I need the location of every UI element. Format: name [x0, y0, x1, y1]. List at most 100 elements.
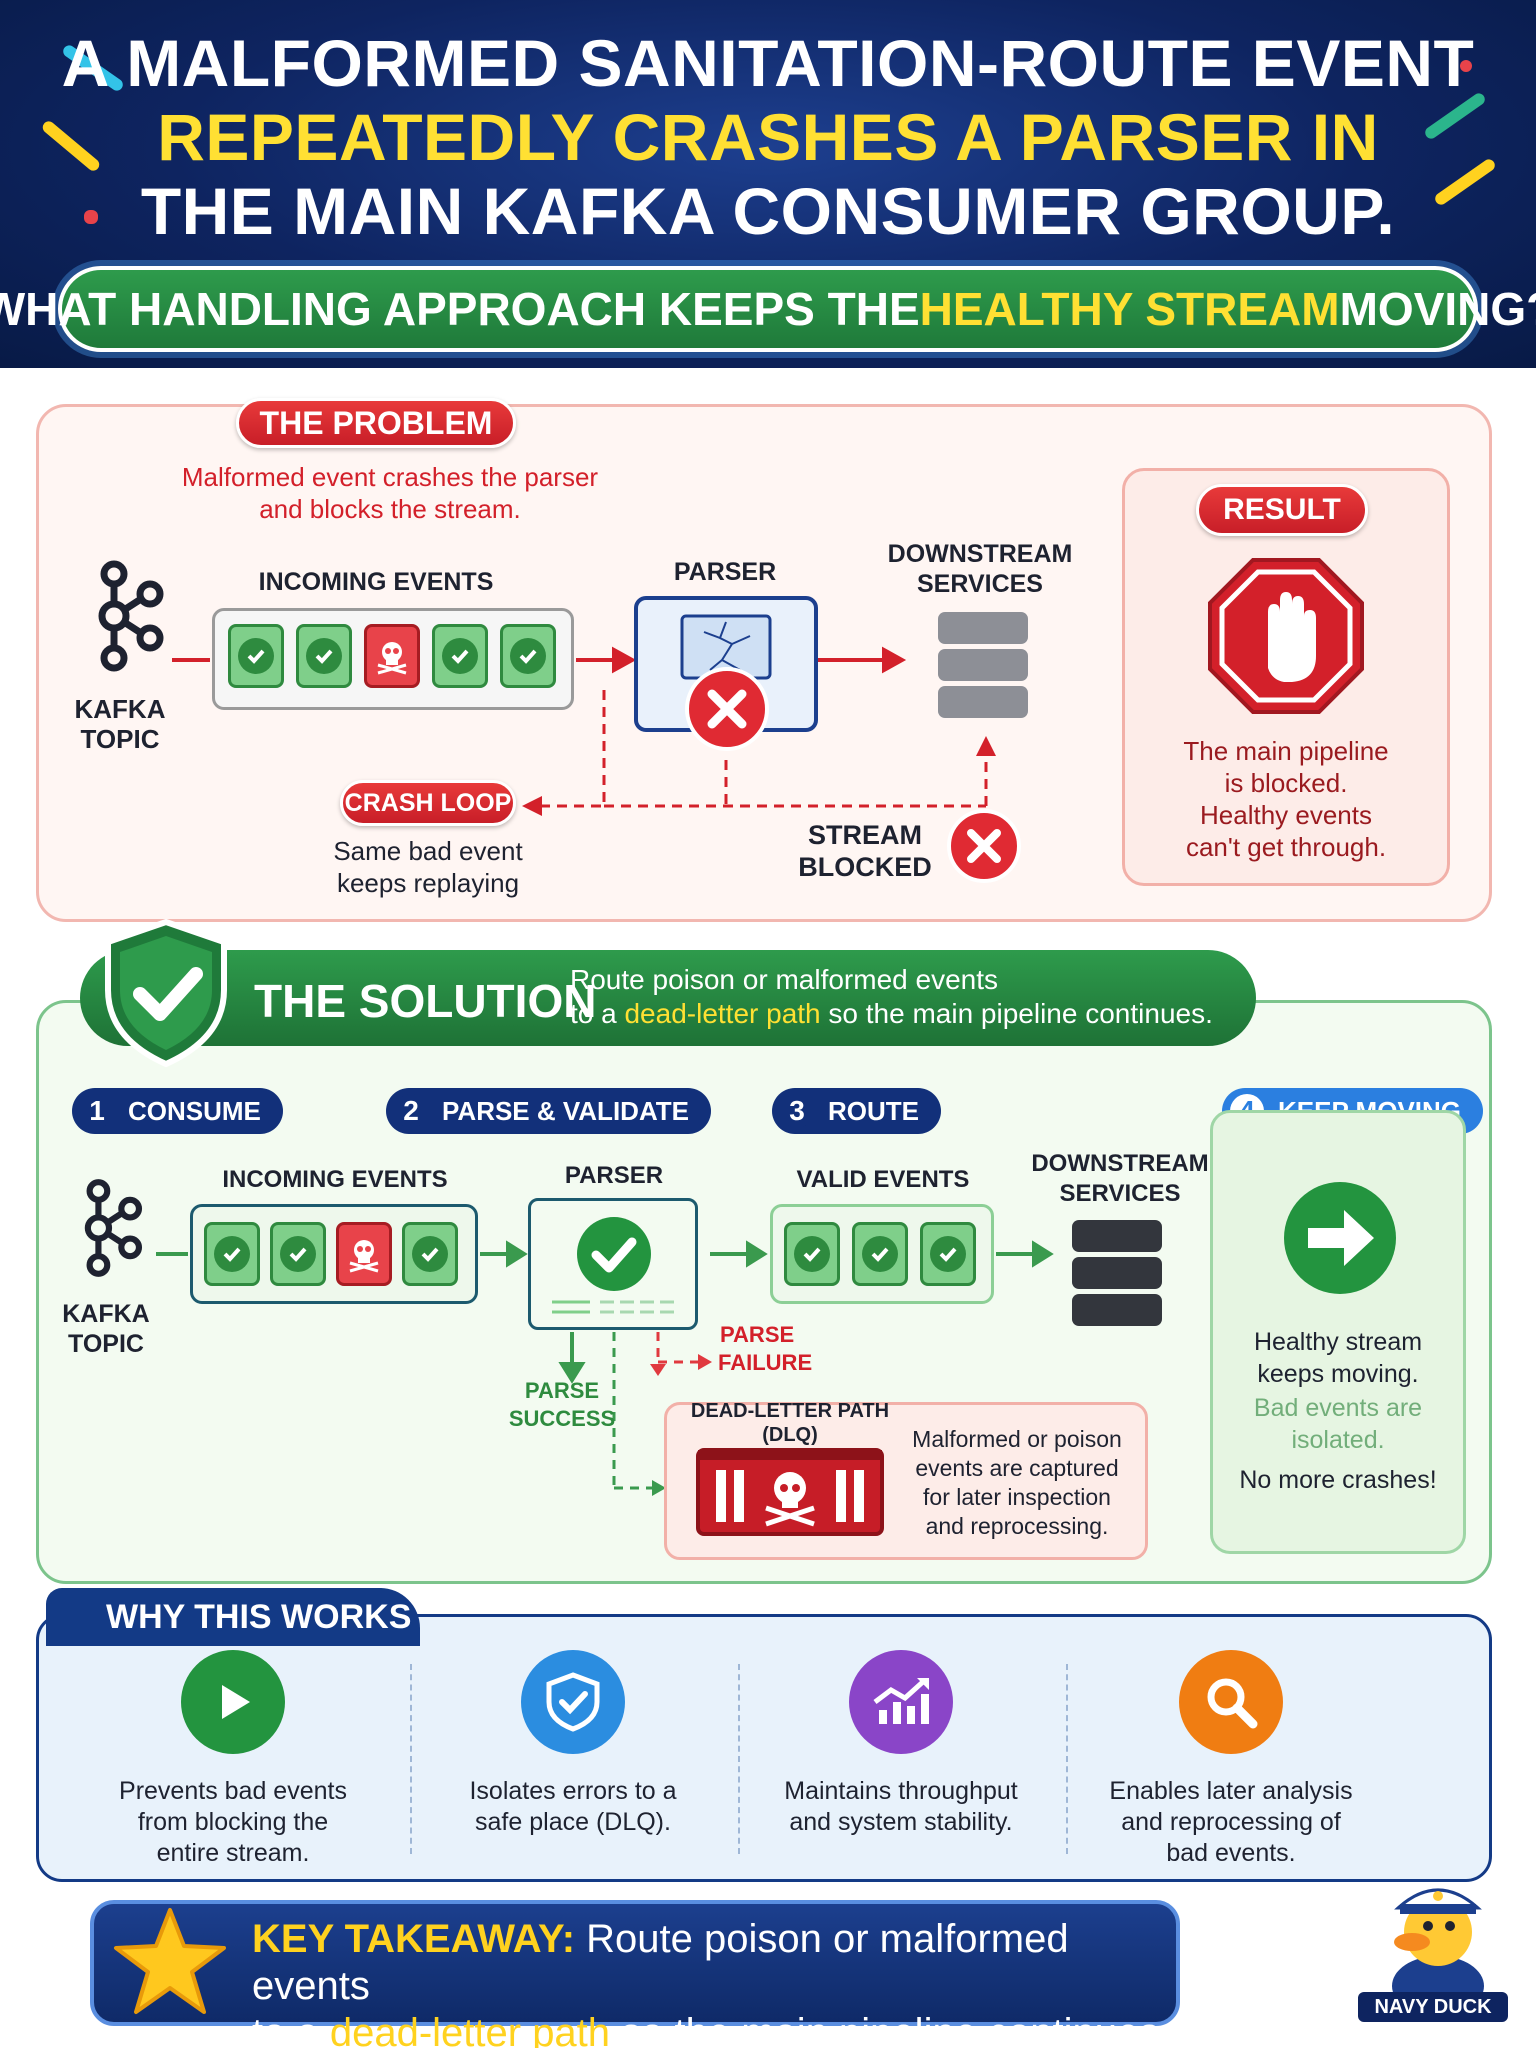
- dlq-container-icon: [696, 1448, 884, 1536]
- star-icon: [114, 1908, 226, 2014]
- solution-parser-label: PARSER: [564, 1162, 664, 1189]
- why-item-text-line-1: Prevents bad events: [119, 1777, 347, 1805]
- problem-badge: THE PROBLEM: [236, 398, 516, 448]
- dlq-desc-line-3: for later inspection: [923, 1484, 1111, 1510]
- result-text-line-3: Healthy events: [1200, 800, 1372, 830]
- result-text-line-1: The main pipeline: [1183, 736, 1389, 766]
- why-item-text-line-1: Maintains throughput: [784, 1777, 1018, 1805]
- why-item-prevents: Prevents bad events from blocking the en…: [68, 1650, 398, 1869]
- event-valid: [852, 1222, 908, 1286]
- parse-success-label-line-1: PARSE: [524, 1378, 600, 1403]
- problem-downstream-label-line-1: DOWNSTREAM: [887, 540, 1073, 568]
- event-valid: [920, 1222, 976, 1286]
- solution-desc-line-2: to a dead-letter path so the main pipeli…: [570, 998, 1213, 1030]
- event-malformed: [336, 1222, 392, 1286]
- crash-loop-desc-line-1: Same bad event: [333, 836, 523, 866]
- header-title-line-3: THE MAIN KAFKA CONSUMER GROUP.: [140, 174, 1396, 248]
- dlq-desc-line-1: Malformed or poison: [912, 1426, 1122, 1452]
- step-number: 3: [780, 1094, 814, 1128]
- confetti-decoration: [1460, 60, 1472, 72]
- why-item-throughput: Maintains throughput and system stabilit…: [736, 1650, 1066, 1838]
- event-valid: [296, 624, 352, 688]
- takeaway-line-2-highlight: dead-letter path: [329, 2011, 611, 2048]
- step-label: CONSUME: [128, 1095, 261, 1126]
- question-text-highlight: HEALTHY STREAM: [919, 283, 1340, 335]
- event-valid: [432, 624, 488, 688]
- solution-kafka-label-line-1: KAFKA: [62, 1300, 150, 1328]
- server-stack-icon: [938, 612, 1028, 723]
- result-badge: RESULT: [1196, 484, 1368, 536]
- parse-success-label-line-2: SUCCESS: [508, 1406, 616, 1431]
- dlq-title-line-1: DEAD-LETTER PATH: [690, 1400, 890, 1422]
- why-item-text-line-3: entire stream.: [156, 1839, 310, 1867]
- event-valid: [784, 1222, 840, 1286]
- solution-flow-arrows: [156, 1240, 1054, 1496]
- stream-blocked-label-line-1: STREAM: [808, 820, 922, 850]
- step-label: ROUTE: [828, 1095, 919, 1126]
- event-malformed: [364, 624, 420, 688]
- dlq-desc-line-2: events are captured: [915, 1455, 1119, 1481]
- takeaway-label: KEY TAKEAWAY:: [252, 1917, 576, 1961]
- event-valid: [204, 1222, 260, 1286]
- takeaway-line-1: KEY TAKEAWAY: Route poison or malformed …: [252, 1916, 1172, 2010]
- dlq-title-line-2: (DLQ): [762, 1424, 818, 1446]
- why-item-text-line-2: and system stability.: [789, 1808, 1013, 1836]
- keep-moving-line-2: keeps moving.: [1257, 1360, 1419, 1388]
- header-title-line-2: REPEATEDLY CRASHES A PARSER IN: [157, 100, 1379, 174]
- solution-desc-pre: to a: [570, 998, 625, 1029]
- takeaway-line-2-pre: to a: [252, 2011, 330, 2048]
- play-icon: [181, 1650, 285, 1754]
- kafka-logo-icon: [98, 560, 164, 672]
- parser-lines-decoration: [552, 1300, 674, 1314]
- result-text-line-2: is blocked.: [1224, 768, 1348, 798]
- parse-failure-label-line-2: FAILURE: [718, 1350, 813, 1375]
- key-takeaway-banner: [90, 1900, 1180, 2026]
- why-item-isolates: Isolates errors to a safe place (DLQ).: [408, 1650, 738, 1838]
- problem-kafka-label-line-1: KAFKA: [74, 694, 166, 724]
- why-item-text-line-2: from blocking the: [137, 1808, 329, 1836]
- parse-failure-label-line-1: PARSE: [720, 1322, 795, 1347]
- problem-kafka-label-line-2: TOPIC: [80, 724, 160, 754]
- why-item-analysis: Enables later analysis and reprocessing …: [1066, 1650, 1396, 1869]
- skull-icon: [349, 1240, 379, 1273]
- why-item-text-line-1: Isolates errors to a: [469, 1777, 677, 1805]
- step-label: PARSE & VALIDATE: [442, 1095, 690, 1126]
- stop-hand-icon: [1208, 558, 1364, 714]
- question-text-post: MOVING?: [1339, 283, 1536, 335]
- event-valid: [402, 1222, 458, 1286]
- why-item-text-line-1: Enables later analysis: [1109, 1777, 1353, 1805]
- problem-subtitle-line-1: Malformed event crashes the parser: [181, 462, 599, 492]
- why-item-text-line-2: safe place (DLQ).: [475, 1808, 671, 1836]
- why-divider: [738, 1664, 740, 1854]
- problem-flow-arrows: [172, 646, 996, 816]
- takeaway-line-1-rest: Route poison or malformed events: [252, 1917, 1069, 2008]
- why-title-tab: WHY THIS WORKS: [46, 1588, 420, 1646]
- parser-success-icon: [577, 1217, 651, 1291]
- crash-loop-badge: CRASH LOOP: [340, 780, 516, 826]
- solution-title: THE SOLUTION: [254, 975, 597, 1027]
- shield-check-icon: [105, 918, 227, 1068]
- why-divider: [1066, 1664, 1068, 1854]
- stream-blocked-icon: [947, 809, 1021, 883]
- keep-moving-line-1: Healthy stream: [1253, 1328, 1423, 1356]
- why-divider: [410, 1664, 412, 1854]
- why-item-text-line-3: bad events.: [1166, 1839, 1296, 1867]
- problem-downstream-label-line-2: SERVICES: [917, 570, 1043, 598]
- stream-blocked-label-line-2: BLOCKED: [798, 852, 932, 882]
- takeaway-line-2: to a dead-letter path so the main pipeli…: [252, 2010, 1172, 2048]
- header-banner: A MALFORMED SANITATION-ROUTE EVENT REPEA…: [0, 0, 1536, 368]
- solution-downstream-label-line-1: DOWNSTREAM: [1031, 1150, 1209, 1177]
- event-valid: [270, 1222, 326, 1286]
- valid-events-label: VALID EVENTS: [796, 1166, 970, 1193]
- problem-parser-label: PARSER: [673, 558, 777, 586]
- navy-duck-mascot-icon: [1374, 1884, 1498, 2012]
- step-route-pill: 3 ROUTE: [772, 1088, 941, 1134]
- dlq-desc-line-4: and reprocessing.: [925, 1513, 1109, 1539]
- parser-error-icon: [685, 667, 769, 751]
- event-valid: [228, 624, 284, 688]
- solution-desc-post: so the main pipeline continues.: [820, 998, 1213, 1029]
- solution-incoming-label: INCOMING EVENTS: [222, 1166, 448, 1193]
- server-stack-icon: [1072, 1220, 1162, 1331]
